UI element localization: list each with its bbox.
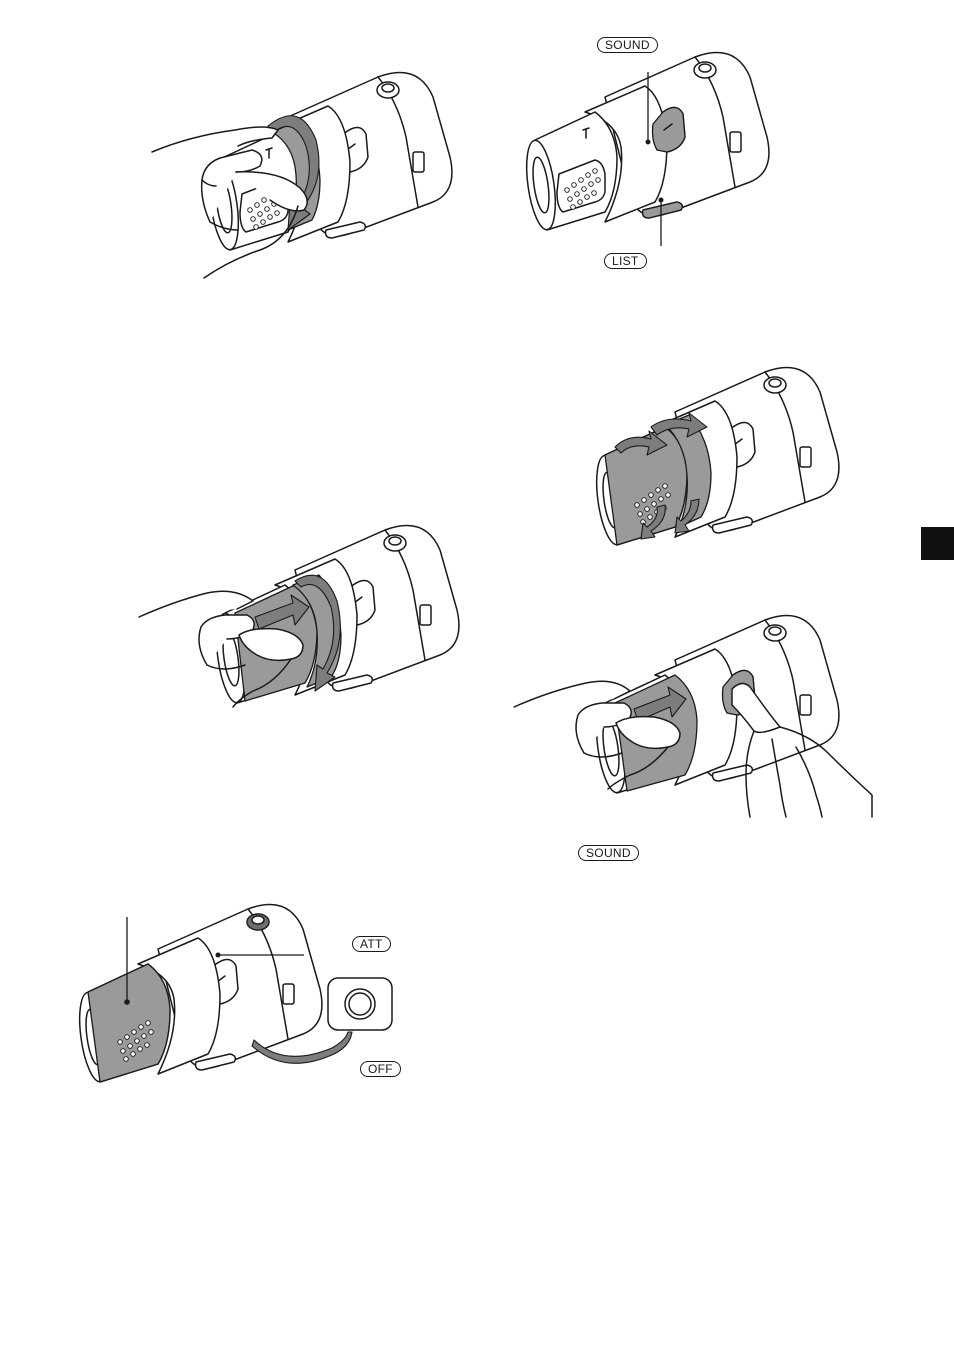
illustration-push-ring [135,545,425,710]
sound-key-label-bottom: SOUND [578,845,639,861]
att-key-label: ATT [352,936,391,952]
illustration-rotate-ring [140,80,420,290]
list-key-label: LIST [604,253,647,269]
sound-key-label-top: SOUND [597,37,658,53]
page-side-tab [921,527,954,560]
front-cylinder-highlight [88,964,170,1082]
off-button-inset-icon [328,978,392,1030]
illustration-sound-list-buttons [520,60,740,250]
off-key-label: OFF [360,1061,401,1077]
rotary-commander-icon [522,53,769,232]
illustration-push-and-press [510,635,880,820]
illustration-dual-rotate [595,395,805,545]
